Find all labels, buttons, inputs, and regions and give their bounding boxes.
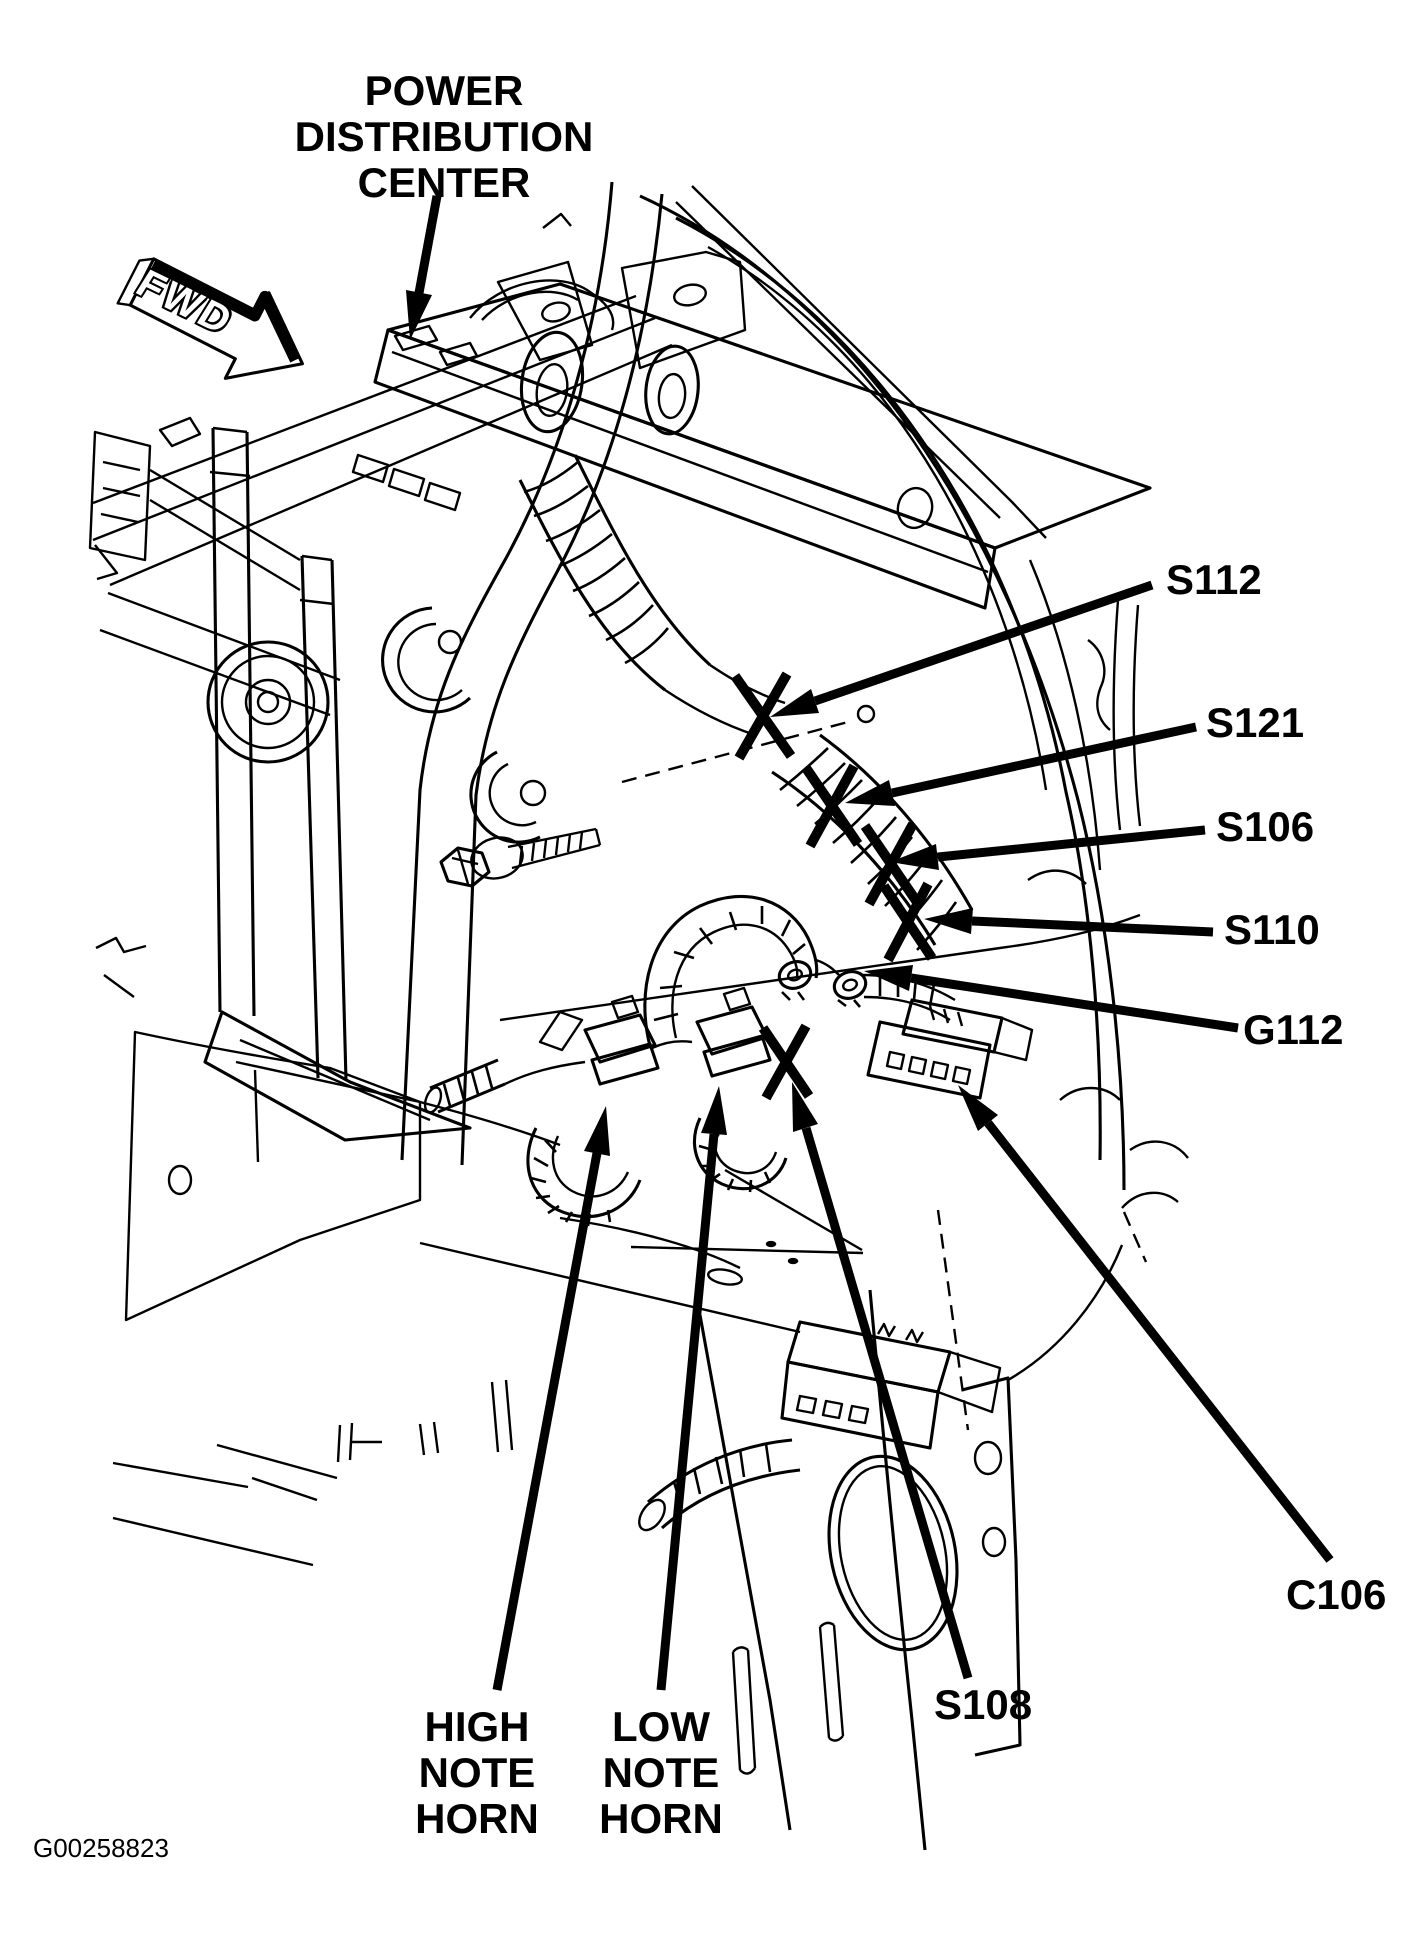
x-marker-s112 [730, 671, 796, 761]
figure-id: G00258823 [33, 1833, 169, 1863]
callout-g112: G112 [1243, 1006, 1344, 1053]
connector-c106-box [866, 998, 1034, 1100]
callout-s108: S108 [934, 1681, 1033, 1728]
callout-s121: S121 [1206, 699, 1305, 746]
datum-line [621, 704, 876, 784]
leader-pdc [406, 195, 442, 340]
leader-s106 [890, 825, 1206, 870]
upper-rail [88, 294, 673, 717]
leader-s121 [845, 722, 1197, 806]
horn-harness-stub [423, 1058, 586, 1114]
high-note-horn-assembly [526, 994, 660, 1227]
left-bracket-tower [95, 426, 561, 1322]
x-marker-s121 [801, 763, 863, 849]
lower-right-panel [419, 1168, 1148, 1851]
fwd-direction-arrow [116, 257, 304, 380]
callout-low-note-horn: LOW NOTE HORN [599, 1703, 723, 1842]
leader-c106 [958, 1085, 1334, 1563]
x-marker-s110 [879, 881, 937, 963]
low-note-horn-assembly [651, 986, 788, 1193]
bolt [439, 827, 602, 888]
callout-s110: S110 [1224, 906, 1320, 953]
callout-s112: S112 [1166, 556, 1262, 603]
ground-harness-loop [643, 894, 868, 1047]
callout-power-distribution-center: POWER DISTRIBUTION CENTER [294, 67, 594, 206]
leader-low-horn [656, 1086, 727, 1691]
leader-s108 [792, 1082, 973, 1680]
lower-left-frame-lines [112, 1379, 514, 1567]
callout-s106: S106 [1216, 803, 1315, 850]
callout-c106: C106 [1286, 1571, 1387, 1618]
pulleys [206, 606, 547, 844]
callout-high-note-horn: HIGH NOTE HORN [415, 1703, 539, 1842]
support-band [400, 181, 1141, 1166]
x-marker-s108 [758, 1023, 814, 1101]
leader-high-horn [492, 1106, 610, 1691]
fender-arch [639, 185, 1189, 1209]
leader-s112 [770, 580, 1154, 717]
leader-s110 [924, 908, 1214, 937]
power-distribution-center-box [351, 250, 1152, 610]
leader-g112 [864, 965, 1239, 1033]
x-marker-s106 [860, 821, 922, 907]
